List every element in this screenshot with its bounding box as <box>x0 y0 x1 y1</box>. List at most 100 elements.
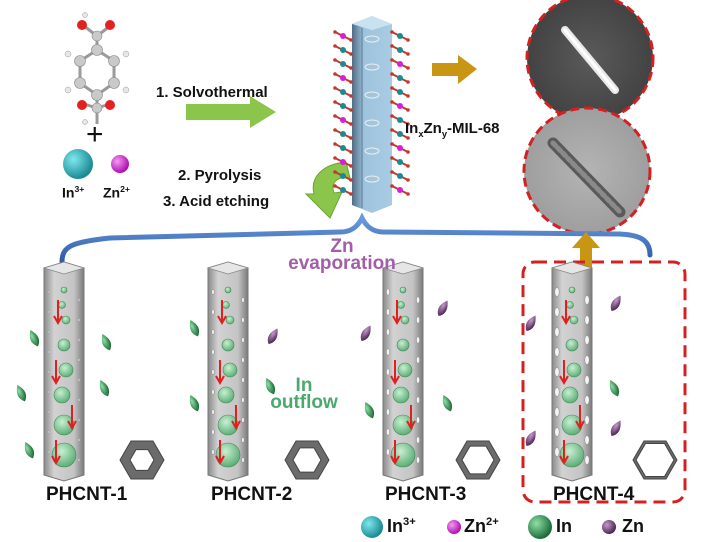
tube-pore <box>77 418 81 422</box>
tube-pore <box>241 357 245 363</box>
red-flow-arrow <box>390 440 400 466</box>
tube-pore <box>241 417 245 423</box>
mof-metal-node <box>397 187 403 193</box>
mof-label: InxZny-MIL-68 <box>405 120 500 139</box>
legend-in3-label: In3+ <box>387 516 416 537</box>
red-flow-arrow <box>217 300 227 326</box>
zn-vapor-droplet <box>525 430 536 447</box>
mof-metal-node <box>340 75 346 81</box>
in-droplet <box>561 386 579 404</box>
product-label-phcnt-2: PHCNT-2 <box>211 484 293 505</box>
tube-pore <box>47 290 51 294</box>
tube-pore <box>554 407 560 417</box>
tube-pore <box>584 375 590 385</box>
mof-metal-node <box>340 131 346 137</box>
red-flow-arrow <box>561 300 571 326</box>
in-droplet <box>224 286 232 294</box>
tube-pore <box>386 388 390 396</box>
hexagonal-cross-section <box>632 440 678 480</box>
reactant-in3-charge: 3+ <box>74 184 85 194</box>
red-flow-arrow <box>215 440 225 466</box>
in-droplet <box>222 362 238 378</box>
in-droplet <box>222 301 230 309</box>
red-flow-arrow <box>559 440 569 466</box>
tube-pore <box>386 348 390 356</box>
mof-label-zn: Zn <box>423 120 442 137</box>
tube-pore <box>386 308 390 316</box>
mof-metal-node <box>397 75 403 81</box>
in3-ion-sphere <box>63 149 93 179</box>
mof-linkers <box>333 30 410 196</box>
tube-pore <box>47 370 51 374</box>
tube-pore <box>416 436 420 444</box>
in-outflow-line1: In <box>295 375 313 396</box>
tube-pore <box>47 410 51 414</box>
in-droplet <box>221 338 235 352</box>
red-flow-arrow <box>51 440 61 466</box>
in-outflow-droplet <box>99 380 110 397</box>
red-flow-arrow <box>67 405 77 431</box>
tube-pore <box>241 397 245 403</box>
in-outflow-droplet <box>442 395 453 412</box>
tube-pore <box>416 376 420 384</box>
tube-pore <box>416 456 420 464</box>
legend-zn-label: Zn <box>622 516 644 536</box>
mof-metal-node <box>340 47 346 53</box>
mof-metal-node <box>397 33 403 39</box>
tube-pore <box>584 335 590 345</box>
in-droplet <box>58 301 66 309</box>
tube-pore <box>211 349 215 355</box>
legend-zn2-label: Zn2+ <box>464 516 499 537</box>
in-droplet <box>399 286 407 294</box>
tube-pore <box>386 428 390 436</box>
mof-metal-node <box>340 117 346 123</box>
tube-pore <box>554 387 560 397</box>
red-flow-arrow <box>559 360 569 386</box>
in-droplet <box>397 301 405 309</box>
mof-metal-node <box>397 47 403 53</box>
tube-pore <box>386 368 390 376</box>
in-droplet <box>57 338 71 352</box>
tube-pore <box>47 430 51 434</box>
in-outflow-droplet <box>24 442 35 459</box>
tube-pore <box>47 390 51 394</box>
mof-label-in: In <box>405 120 419 137</box>
mof-metal-node <box>397 103 403 109</box>
tube-pore <box>241 337 245 343</box>
phcnt4-highlight-box <box>521 260 687 504</box>
phcnt-tube <box>42 261 86 482</box>
in-outflow-droplet <box>364 402 375 419</box>
red-flow-arrow <box>53 300 63 326</box>
tem-image <box>522 106 652 236</box>
tube-pore <box>77 318 81 322</box>
tube-pore <box>211 449 215 455</box>
gold-arrow-up <box>572 232 600 272</box>
mof-metal-node <box>340 159 346 165</box>
tube-pore <box>211 309 215 315</box>
mof-label-x: x <box>418 129 424 139</box>
red-flow-arrow <box>392 300 402 326</box>
tube-pore <box>584 435 590 445</box>
mof-metal-node <box>340 145 346 151</box>
in-droplet <box>53 386 71 404</box>
tube-pore <box>584 355 590 365</box>
in-droplet <box>568 286 576 294</box>
tube-pore <box>211 369 215 375</box>
legend-zn2-base: Zn <box>464 516 486 536</box>
mof-metal-node <box>340 187 346 193</box>
red-flow-arrow <box>575 405 585 431</box>
tube-pore <box>584 315 590 325</box>
tube-pore <box>77 338 81 342</box>
tube-pore <box>211 389 215 395</box>
in-outflow-droplet <box>609 380 620 397</box>
mof-linker-ring <box>364 119 380 127</box>
tube-pore <box>584 415 590 425</box>
mof-linker-ring <box>364 63 380 71</box>
in-droplet <box>565 338 579 352</box>
in-outflow-droplet <box>265 378 276 395</box>
zn-evaporation-label: Zn evaporation <box>262 237 422 273</box>
in-outflow-droplet <box>189 395 200 412</box>
mof-label-suffix: -MIL-68 <box>447 120 500 137</box>
mof-linker-ring <box>364 147 380 155</box>
mof-metal-node <box>340 173 346 179</box>
